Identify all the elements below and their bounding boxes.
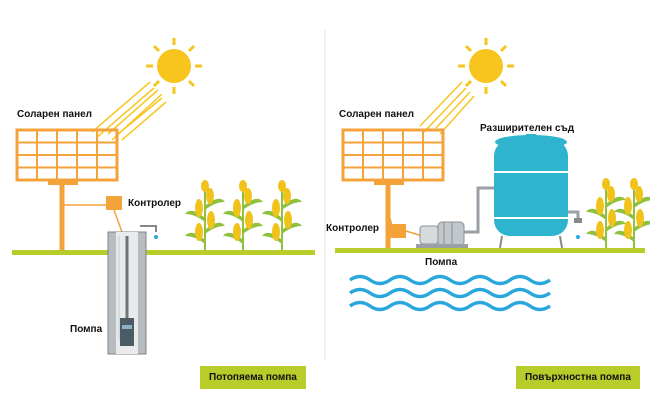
submersible-pump-badge: Потопяема помпа [200, 366, 306, 389]
faucet-icon [574, 218, 582, 239]
left-scene [12, 36, 315, 355]
expansion-tank-label: Разширителен съд [480, 123, 575, 134]
right-scene [335, 36, 650, 312]
right-controller-label: Контролер [326, 223, 380, 234]
corn-plants [184, 179, 303, 251]
solar-panel-icon [15, 128, 119, 250]
left-pump-label: Помпа [70, 324, 103, 335]
right-solar-panel-label: Соларен панел [339, 109, 415, 120]
left-controller-label: Контролер [128, 198, 182, 209]
expansion-tank-icon [494, 134, 568, 249]
surface-pump-icon [416, 221, 468, 248]
controller-icon [389, 217, 423, 238]
left-solar-panel-label: Соларен панел [17, 109, 93, 120]
sun-icon [144, 36, 204, 96]
solar-panel-icon [341, 128, 445, 248]
right-pump-label: Помпа [425, 257, 458, 268]
surface-pump-badge: Повърхностна помпа [516, 366, 640, 389]
water-waves [348, 274, 552, 312]
submersible-pump-icon [120, 318, 134, 346]
ground-line [12, 250, 315, 255]
controller-icon [64, 196, 123, 233]
sun-rays-icon [91, 81, 167, 141]
sun-rays-icon [419, 81, 475, 135]
ground-line [335, 248, 645, 253]
corn-plants [585, 177, 650, 249]
faucet-icon [140, 225, 158, 239]
sun-icon [456, 36, 516, 96]
